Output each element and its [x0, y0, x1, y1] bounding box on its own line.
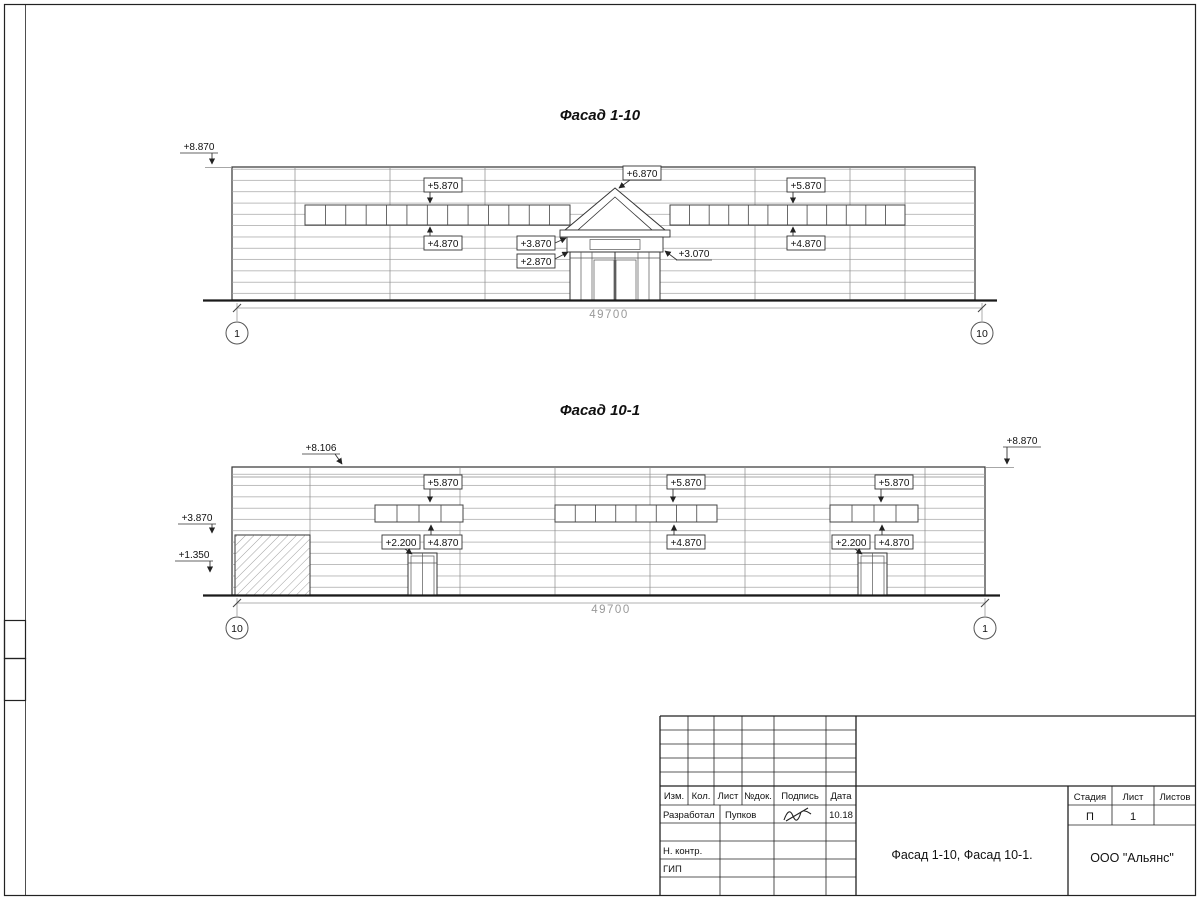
- entrance-portal: [559, 187, 671, 301]
- frame-side-box: [3, 657, 27, 702]
- sheet-frame: [3, 3, 1197, 897]
- elevation-mark: +1.350: [179, 550, 210, 561]
- dimension-value: 49700: [589, 309, 628, 321]
- axes-1-10: 1 10: [225, 321, 994, 345]
- facade-10-1-title: Фасад 10-1: [560, 402, 640, 419]
- elevation-mark: +4.870: [428, 538, 459, 549]
- axis-bubble-left: 10: [231, 623, 243, 635]
- dimension-1-10: 49700: [232, 303, 987, 321]
- signature: [783, 807, 812, 822]
- sheet-label: Лист: [1123, 792, 1144, 803]
- elevation-mark: +4.870: [879, 538, 910, 549]
- stage-label: Стадия: [1074, 792, 1106, 803]
- elevation-mark: +2.870: [521, 257, 552, 268]
- frame-side-box: [3, 619, 27, 660]
- elevation-mark: +3.070: [679, 249, 710, 260]
- col-list: Лист: [718, 791, 739, 802]
- developer-name: Пупков: [725, 810, 756, 821]
- door-left: [407, 552, 438, 596]
- stage-value: П: [1086, 811, 1094, 823]
- elevation-mark: +5.870: [791, 181, 822, 192]
- canopy: [559, 229, 671, 238]
- facade-1-10-drawing: Фасад 1-10: [180, 107, 997, 345]
- elevation-mark: +8.870: [184, 142, 215, 153]
- sheets-label: Листов: [1160, 792, 1191, 803]
- col-kol: Кол.: [692, 791, 711, 802]
- entrance-sign: [589, 239, 641, 250]
- elevation-mark: +4.870: [791, 239, 822, 250]
- title-block: Изм. Кол. Лист №док. Подпись Дата Разраб…: [659, 715, 1196, 896]
- col-data: Дата: [830, 791, 852, 802]
- elevation-marks-10-1: +8.106 +8.870 +5.870 +5.870 +5.870 +3.87…: [175, 436, 1041, 573]
- elevation-mark: +3.870: [521, 239, 552, 250]
- axis-bubble-right: 1: [982, 623, 988, 635]
- sheet-value: 1: [1130, 811, 1136, 823]
- doc-title: Фасад 1-10, Фасад 10-1.: [891, 848, 1032, 862]
- elevation-mark: +5.870: [879, 478, 910, 489]
- dimension-value: 49700: [591, 604, 630, 616]
- elevation-mark: +2.200: [836, 538, 867, 549]
- developer-label: Разработал: [663, 810, 715, 821]
- elevation-mark: +4.870: [428, 239, 459, 250]
- elevation-mark: +5.870: [671, 478, 702, 489]
- developer-date: 10.18: [829, 810, 853, 821]
- elevation-marks-1-10: +8.870 +5.870 +6.870 +5.870 +4.870 +3.87…: [180, 142, 826, 269]
- col-podpis: Подпись: [781, 791, 819, 802]
- elevation-mark: +8.106: [306, 443, 337, 454]
- elevation-mark: +4.870: [671, 538, 702, 549]
- facade-1-10-title: Фасад 1-10: [560, 107, 641, 124]
- outer-border: [3, 3, 1197, 897]
- ncontrol-label: Н. контр.: [663, 846, 702, 857]
- hatched-grille: [234, 534, 311, 596]
- col-izm: Изм.: [664, 791, 684, 802]
- gip-label: ГИП: [663, 864, 682, 875]
- axis-bubble-right: 10: [976, 328, 988, 340]
- facade-10-1-drawing: Фасад 10-1: [175, 402, 1041, 640]
- elevation-mark: +5.870: [428, 181, 459, 192]
- company-name: ООО "Альянс": [1090, 851, 1174, 865]
- elevation-mark: +8.870: [1007, 436, 1038, 447]
- dimension-10-1: 49700: [232, 598, 990, 616]
- door-right: [857, 552, 888, 596]
- elevation-mark: +6.870: [627, 169, 658, 180]
- elevation-mark: +5.870: [428, 478, 459, 489]
- elevation-mark: +2.200: [386, 538, 417, 549]
- axis-bubble-left: 1: [234, 328, 240, 340]
- col-ndok: №док.: [744, 791, 772, 802]
- axes-10-1: 10 1: [225, 616, 997, 640]
- window-band-left: [304, 204, 571, 226]
- elevation-mark: +3.870: [182, 513, 213, 524]
